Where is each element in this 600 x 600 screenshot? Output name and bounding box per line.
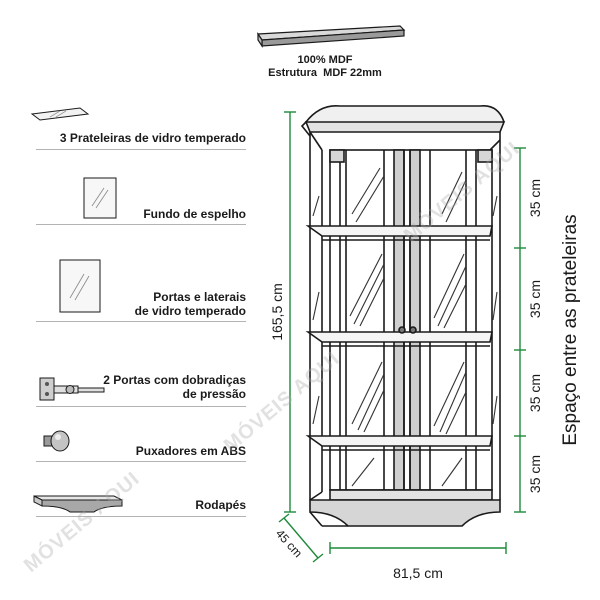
feature-divider bbox=[36, 461, 246, 462]
hinge-icon bbox=[39, 377, 105, 401]
shelf-spacing-label-1: 35 cm bbox=[527, 179, 543, 217]
shelf-spacing-lines bbox=[514, 147, 526, 513]
glass-reflections bbox=[312, 167, 498, 487]
shelf-spacing-title: Espaço entre as prateleiras bbox=[560, 214, 581, 445]
feature-divider bbox=[36, 321, 246, 322]
feature-divider bbox=[36, 224, 246, 225]
shelf-spacing-label-2: 35 cm bbox=[527, 280, 543, 318]
feature-divider bbox=[36, 149, 246, 150]
feature-divider bbox=[36, 516, 246, 517]
depth-dimension-line bbox=[278, 513, 324, 563]
feature-label-shelves: 3 Prateleiras de vidro temperado bbox=[59, 131, 246, 145]
feature-label-mirror: Fundo de espelho bbox=[143, 207, 246, 221]
knob-icon bbox=[43, 430, 70, 452]
glass-shelf-icon bbox=[30, 107, 90, 121]
mdf-board-icon bbox=[256, 25, 406, 48]
cabinet-body bbox=[300, 105, 506, 527]
mirror-icon bbox=[83, 177, 117, 219]
shelf-spacing-label-3: 35 cm bbox=[527, 374, 543, 412]
feature-label-baseboards: Rodapés bbox=[195, 498, 246, 512]
baseboard-icon bbox=[33, 495, 123, 513]
feature-label-hinges: 2 Portas com dobradiças de pressão bbox=[103, 373, 246, 401]
glass-panel-icon bbox=[59, 259, 101, 313]
feature-label-glass-doors: Portas e laterais de vidro temperado bbox=[134, 290, 246, 318]
height-label: 165,5 cm bbox=[269, 283, 285, 341]
height-dimension-line bbox=[284, 111, 296, 513]
width-dimension-line bbox=[329, 542, 507, 554]
shelf-spacing-label-4: 35 cm bbox=[527, 455, 543, 493]
width-label: 81,5 cm bbox=[393, 565, 443, 581]
feature-divider bbox=[36, 406, 246, 407]
mdf-structure: Estrutura MDF 22mm bbox=[268, 67, 382, 79]
feature-label-knobs: Puxadores em ABS bbox=[135, 444, 246, 458]
depth-label: 45 cm bbox=[273, 526, 305, 560]
mdf-title: 100% MDF bbox=[297, 54, 353, 66]
